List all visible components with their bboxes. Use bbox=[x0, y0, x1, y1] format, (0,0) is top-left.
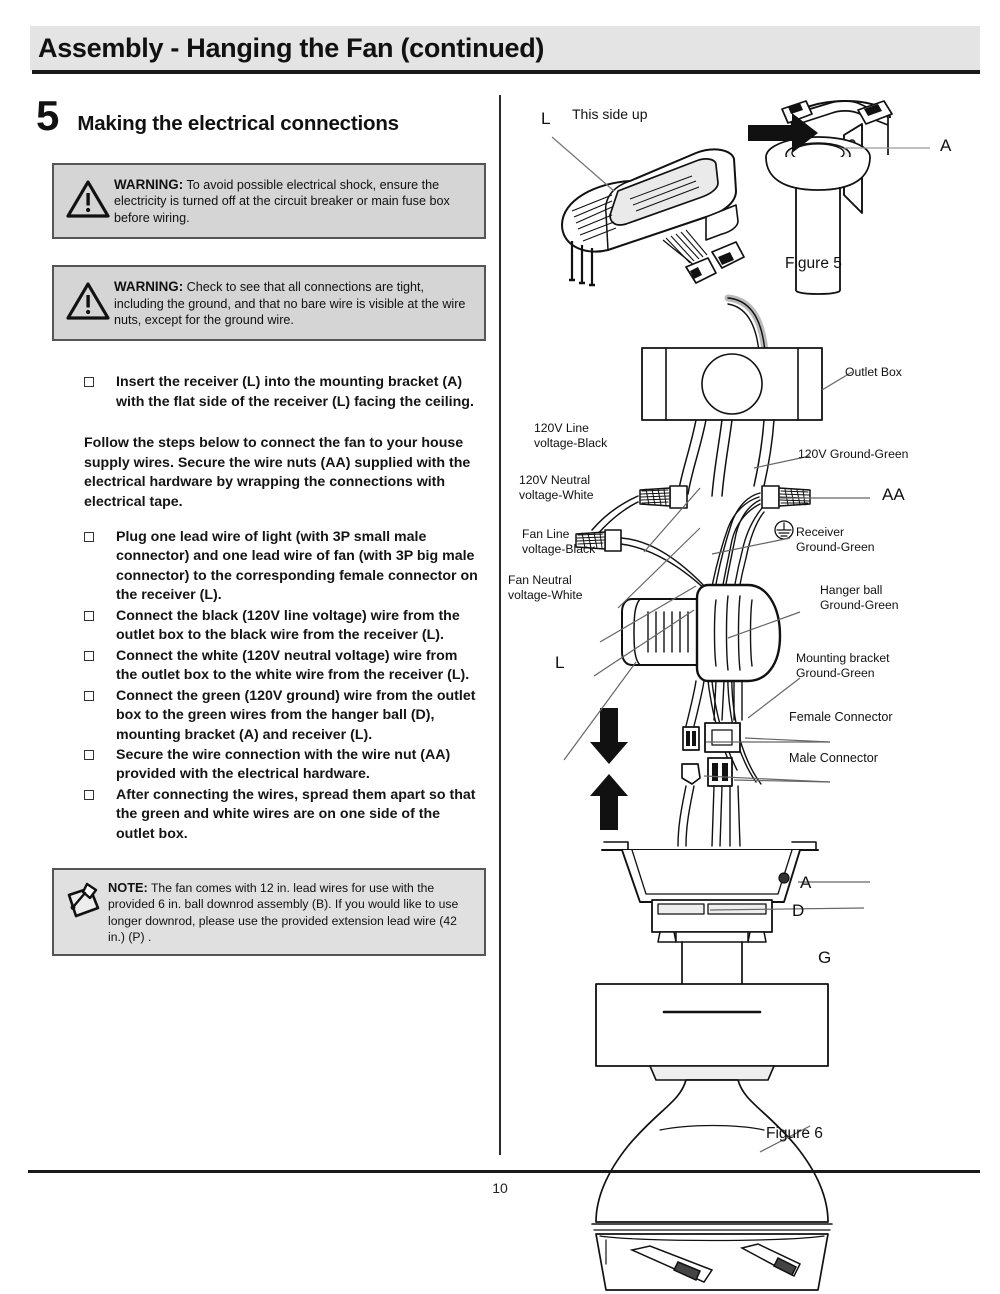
list-item: Connect the white (120V neutral voltage)… bbox=[82, 647, 482, 686]
checkbox-square-icon bbox=[82, 607, 116, 646]
list-item: Connect the black (120V line voltage) wi… bbox=[82, 607, 482, 646]
warning-body-2: Check to see that all connections are ti… bbox=[114, 280, 466, 327]
figure6-label-mounting-bracket-ground-line1: Mounting bracket bbox=[796, 651, 890, 665]
warning-box-2: WARNING: Check to see that all connectio… bbox=[52, 265, 486, 342]
figure6-label-glass-shade: G bbox=[818, 948, 832, 967]
note-box: NOTE: The fan comes with 12 in. lead wir… bbox=[52, 868, 486, 957]
warning-triangle-icon bbox=[62, 278, 114, 320]
figure6-label-line-black-line2: voltage-Black bbox=[534, 435, 608, 450]
intro-paragraph: Follow the steps below to connect the fa… bbox=[84, 435, 471, 510]
figures-column: L This side up A Figure 5 bbox=[500, 95, 1000, 1291]
figure6-label-female-connector: Female Connector bbox=[789, 710, 893, 724]
figure-6-caption: Figure 6 bbox=[766, 1125, 823, 1142]
figure6-label-fan-line-line2: voltage-Black bbox=[522, 541, 596, 556]
figure6-label-mounting-bracket-ground: Mounting bracket Ground-Green bbox=[796, 651, 890, 681]
warning-body-1: To avoid possible electrical shock, ensu… bbox=[114, 178, 450, 225]
figure5-label-bracket: A bbox=[940, 136, 952, 155]
step-number: 5 bbox=[36, 92, 60, 139]
figure6-label-male-connector: Male Connector bbox=[789, 751, 878, 765]
figure6-label-hanger-ball-ground: Hanger ball Ground-Green bbox=[820, 583, 899, 613]
warning-label-2: WARNING: bbox=[114, 279, 184, 295]
figure6-label-bracket: A bbox=[800, 873, 812, 892]
figure6-label-hanger-ball: D bbox=[792, 901, 805, 920]
figure6-label-receiver-ground-line2: Ground-Green bbox=[796, 539, 875, 554]
checkbox-square-icon bbox=[82, 786, 116, 844]
warning-box-1: WARNING: To avoid possible electrical sh… bbox=[52, 163, 486, 240]
instructions-column: 5 Making the electrical connections WARN… bbox=[30, 95, 490, 957]
list-item-label: Plug one lead wire of light (with 3P sma… bbox=[116, 529, 478, 604]
figure-5-illustration bbox=[551, 100, 930, 295]
figure6-label-hanger-ball-ground-line1: Hanger ball bbox=[820, 583, 883, 597]
header-divider-rule bbox=[32, 70, 980, 74]
figure6-label-line-black: 120V Line voltage-Black bbox=[534, 421, 607, 451]
figure6-label-hanger-ball-ground-line2: Ground-Green bbox=[820, 597, 899, 612]
list-item: Secure the wire connection with the wire… bbox=[82, 746, 482, 785]
list-item: Plug one lead wire of light (with 3P sma… bbox=[82, 528, 482, 606]
figure6-label-fan-line: Fan Line voltage-Black bbox=[522, 527, 595, 557]
figure6-label-fan-neutral: Fan Neutral voltage-White bbox=[508, 573, 583, 603]
checkbox-square-icon bbox=[82, 687, 116, 745]
warning-text-1: WARNING: To avoid possible electrical sh… bbox=[114, 176, 474, 226]
warning-triangle-icon bbox=[62, 176, 114, 218]
note-body: The fan comes with 12 in. lead wires for… bbox=[108, 881, 459, 944]
list-item-label: Connect the black (120V line voltage) wi… bbox=[116, 607, 460, 644]
list-item: After connecting the wires, spread them … bbox=[82, 786, 482, 844]
list-item-label: After connecting the wires, spread them … bbox=[116, 786, 476, 842]
figure6-label-receiver-ground-line1: Receiver bbox=[796, 525, 845, 539]
figure6-label-wire-nut: AA bbox=[882, 485, 905, 504]
list-item-label: Connect the green (120V ground) wire fro… bbox=[116, 687, 476, 743]
figure6-label-receiver: L bbox=[555, 653, 565, 672]
page-number: 10 bbox=[492, 1180, 508, 1196]
figure6-label-fan-neutral-line1: Fan Neutral bbox=[508, 573, 572, 587]
figure-6-illustration bbox=[563, 294, 870, 1291]
figure-5-caption: Figure 5 bbox=[785, 255, 842, 272]
list-item-label: Connect the white (120V neutral voltage)… bbox=[116, 647, 470, 684]
list-item: Connect the green (120V ground) wire fro… bbox=[82, 687, 482, 745]
figure6-label-outlet-box: Outlet Box bbox=[845, 365, 902, 379]
figure6-label-neutral-white: 120V Neutral voltage-White bbox=[519, 473, 594, 503]
checkbox-square-icon bbox=[82, 373, 116, 412]
warning-text-2: WARNING: Check to see that all connectio… bbox=[114, 278, 474, 328]
warning-label-1: WARNING: bbox=[114, 177, 184, 192]
list-item: Insert the receiver (L) into the mountin… bbox=[82, 373, 482, 412]
figure6-label-line-black-line1: 120V Line bbox=[534, 421, 589, 435]
figure6-label-neutral-white-line2: voltage-White bbox=[519, 487, 594, 502]
figure6-label-neutral-white-line1: 120V Neutral bbox=[519, 473, 591, 487]
note-pin-icon bbox=[60, 879, 108, 923]
step-heading: 5 Making the electrical connections bbox=[30, 95, 490, 137]
figure5-label-receiver: L bbox=[541, 109, 551, 128]
page-title: Assembly - Hanging the Fan (continued) bbox=[38, 32, 545, 63]
footer-divider-rule bbox=[28, 1170, 980, 1173]
column-divider bbox=[499, 95, 501, 1155]
figure6-label-ground-green: 120V Ground-Green bbox=[798, 447, 909, 461]
checkbox-square-icon bbox=[82, 746, 116, 785]
checkbox-square-icon bbox=[82, 528, 116, 606]
figure6-label-mounting-bracket-ground-line2: Ground-Green bbox=[796, 665, 875, 680]
list-item-label: Secure the wire connection with the wire… bbox=[116, 746, 451, 783]
list-item-label: Insert the receiver (L) into the mountin… bbox=[116, 374, 474, 410]
step-title: Making the electrical connections bbox=[77, 112, 399, 135]
note-text: NOTE: The fan comes with 12 in. lead wir… bbox=[108, 879, 476, 945]
page-header-bar: Assembly - Hanging the Fan (continued) bbox=[30, 26, 980, 70]
checkbox-square-icon bbox=[82, 647, 116, 686]
instruction-list: Plug one lead wire of light (with 3P sma… bbox=[82, 528, 482, 844]
figure6-label-fan-line-line1: Fan Line bbox=[522, 527, 570, 541]
figure5-label-this-side-up: This side up bbox=[572, 106, 648, 122]
note-label: NOTE: bbox=[108, 880, 148, 896]
figure6-label-fan-neutral-line2: voltage-White bbox=[508, 587, 583, 602]
figure6-label-receiver-ground: Receiver Ground-Green bbox=[796, 525, 875, 555]
